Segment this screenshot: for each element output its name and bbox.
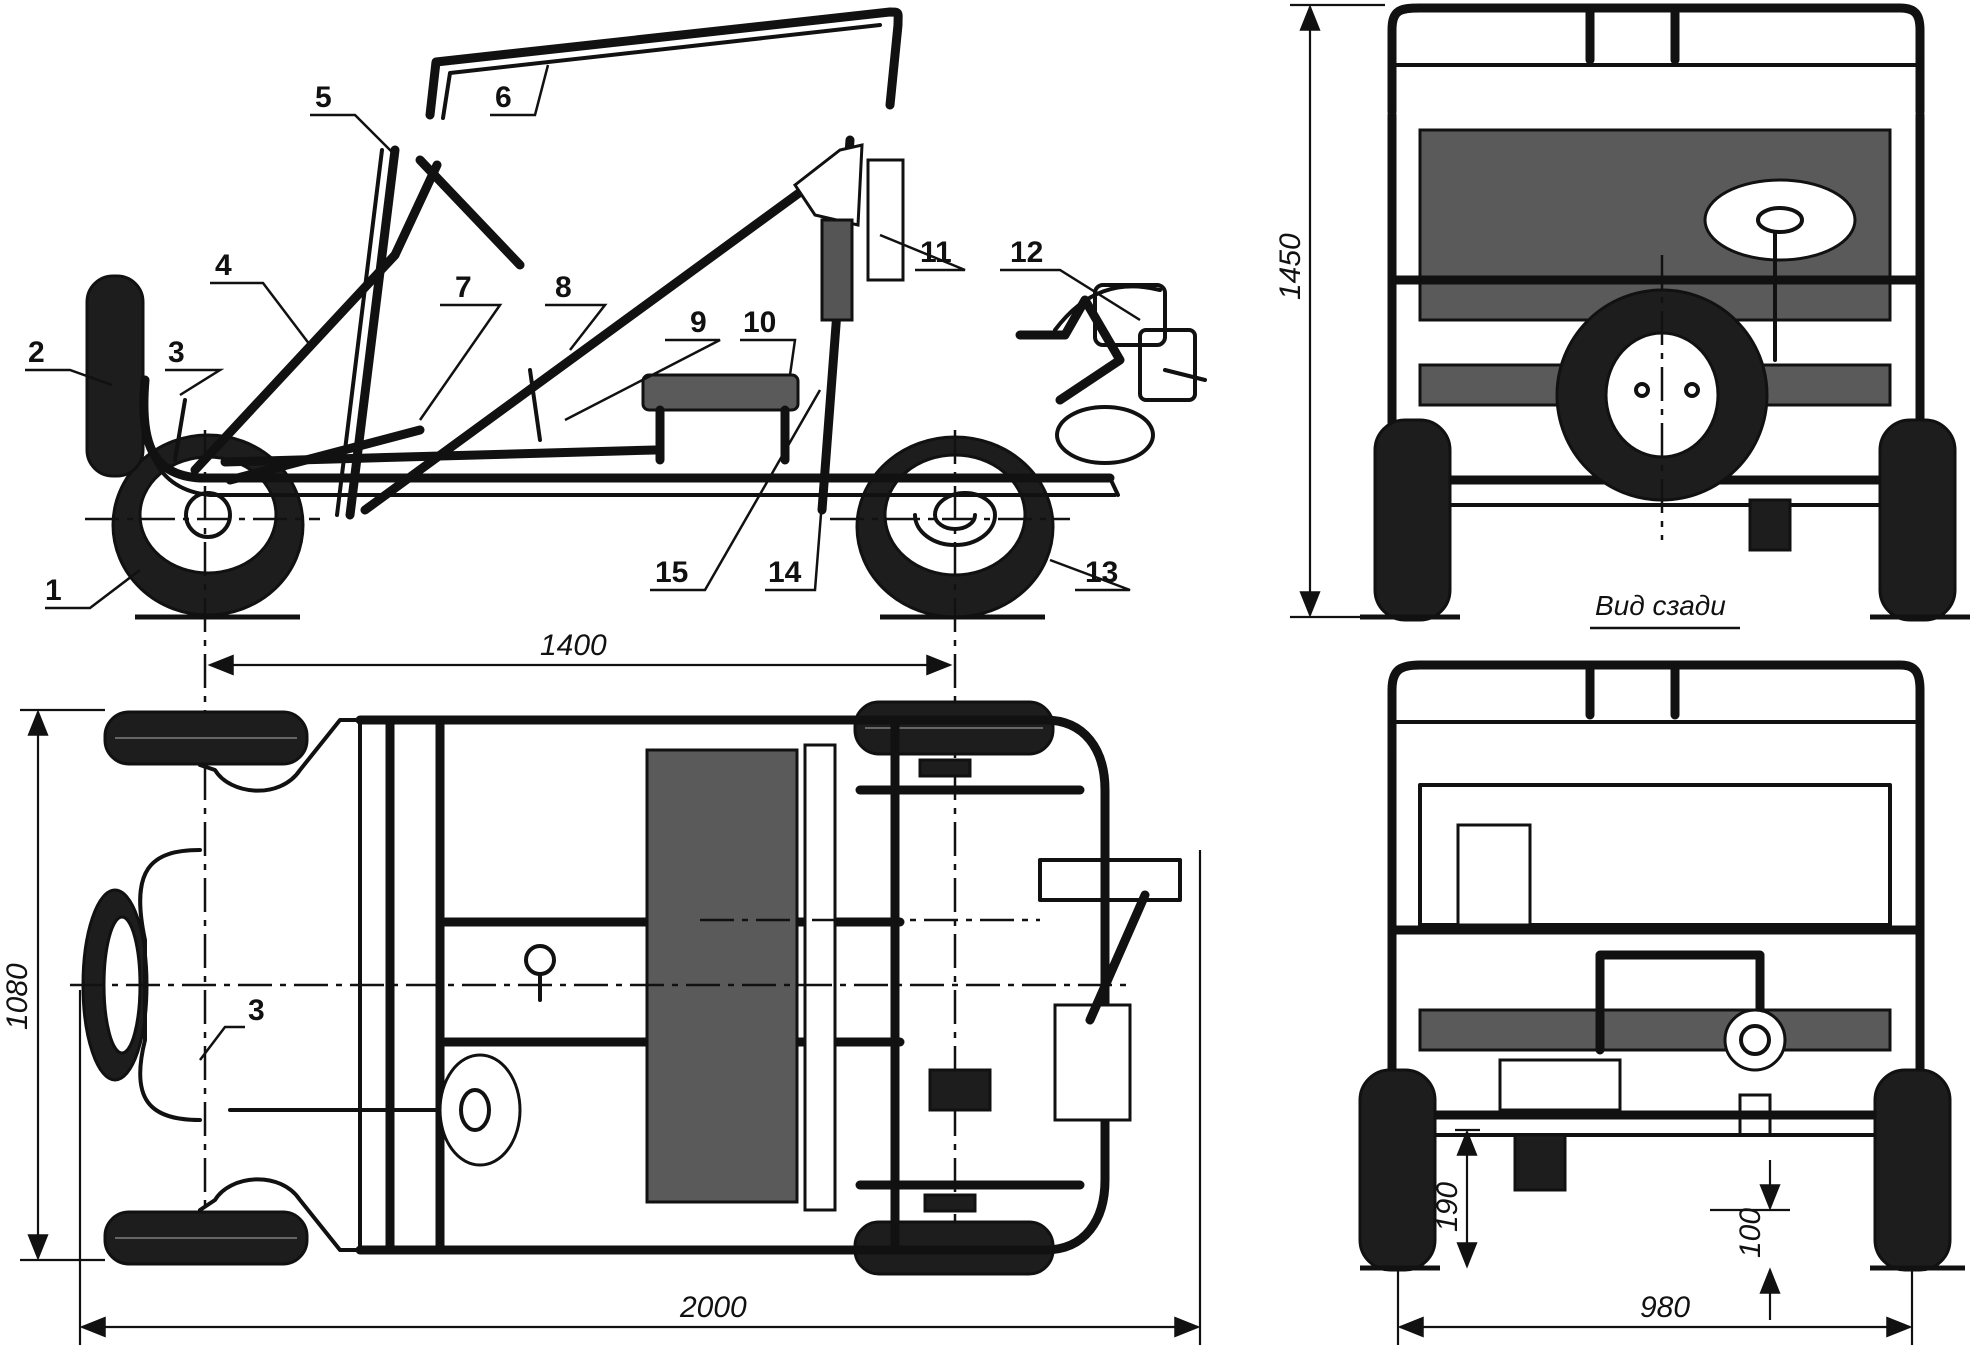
callout-12: 12 [1010,236,1043,269]
side-view [85,7,1207,1260]
callout-4: 4 [215,249,232,282]
dim-overall-width [20,708,105,1262]
dim-axle-clearance-label: 100 [1734,1208,1767,1258]
callout-1: 1 [45,574,62,607]
callout-3: 3 [168,336,185,369]
callout-10: 10 [743,306,776,339]
front-wheel-side [111,433,305,617]
diagonal-brace [360,180,815,515]
steering-column [173,155,525,475]
dim-overall-height [1290,3,1385,619]
callout-2: 2 [28,336,45,369]
dim-ground-clearance [1455,1128,1480,1269]
front-hoop-post [335,145,400,520]
rear-post [792,135,905,515]
spare-wheel-front [85,274,145,478]
dim-overall-length-label: 2000 [679,1291,747,1324]
side-callout-leaders [25,64,1141,610]
callout-5: 5 [315,81,332,114]
seat-side [528,368,800,465]
callout-9: 9 [690,306,707,339]
dim-overall-width-label: 1080 [1,963,34,1030]
dim-track [1396,1270,1914,1345]
engine-side [1015,283,1207,465]
callout-6: 6 [495,81,512,114]
callout-8: 8 [555,271,572,304]
dim-wheelbase-label: 1400 [540,629,607,662]
callout-11: 11 [920,236,952,269]
frame-side [139,375,1120,497]
roll-bar [425,7,903,120]
callout-15: 15 [655,556,688,589]
dim-axle-clearance [1710,1160,1790,1320]
callout-14: 14 [768,556,802,589]
dim-ground-clearance-label: 190 [1431,1182,1464,1232]
dim-overall-length [78,850,1202,1345]
callout-7: 7 [455,271,472,304]
callout-13: 13 [1085,556,1118,589]
rear-view [1373,3,1957,622]
dim-overall-height-label: 1450 [1274,233,1307,300]
top-view [81,700,1182,1276]
callout-3-top: 3 [248,994,265,1027]
dim-track-label: 980 [1640,1291,1690,1324]
front-view [1358,660,1952,1272]
rear-view-caption: Вид сзади [1595,590,1726,621]
